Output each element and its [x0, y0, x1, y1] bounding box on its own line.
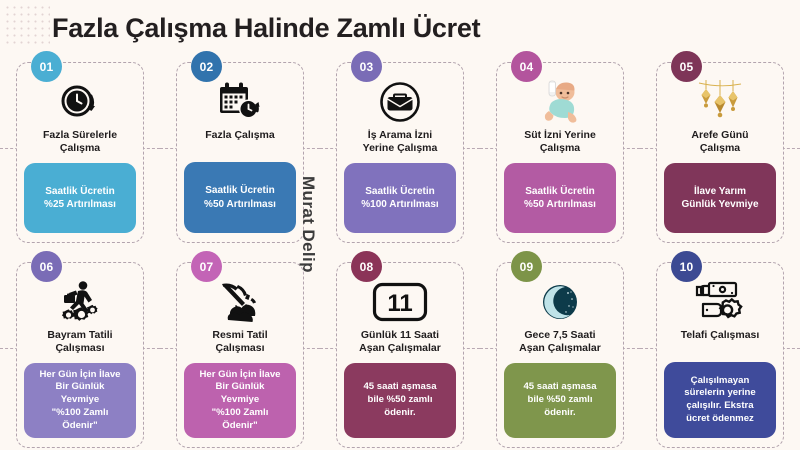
card-value-pill: Saatlik Ücretin %25 Artırılması	[24, 162, 136, 233]
card-value-pill: Saatlik Ücretin %50 Artırılması	[504, 162, 616, 233]
worker-gears-icon	[56, 279, 104, 325]
card-label: Fazla Çalışma	[205, 129, 275, 141]
card-value-pill: Çalışılmayan sürelerin yerine çalışılır.…	[664, 362, 776, 438]
card-number-badge: 07	[191, 251, 222, 282]
card-number-badge: 02	[191, 51, 222, 82]
card-label: Fazla Sürelerle Çalışma	[42, 129, 118, 155]
crescent-moon-icon	[538, 279, 582, 325]
card-label: Bayram Tatili Çalışması	[47, 329, 113, 355]
card-number-badge: 01	[31, 51, 62, 82]
card-value-pill: 45 saati aşmasa bile %50 zamlı ödenir.	[344, 362, 456, 438]
page-header: Fazla Çalışma Halinde Zamlı Ücret	[0, 6, 800, 50]
card-label: Telafi Çalışması	[680, 329, 760, 341]
card-label: Gece 7,5 Saati Aşan Çalışmalar	[519, 329, 601, 355]
card-value-pill: Her Gün İçin İlave Bir Günlük Yevmiye "%…	[184, 362, 296, 438]
clock-refresh-icon	[58, 79, 102, 125]
baby-bottle-icon	[537, 79, 583, 125]
card-value-pill: Her Gün İçin İlave Bir Günlük Yevmiye "%…	[24, 362, 136, 438]
card-label: Arefe Günü Çalışma	[691, 129, 749, 155]
lantern-icon	[695, 79, 745, 125]
card-label: Resmi Tatil Çalışması	[212, 329, 268, 355]
card-number-badge: 10	[671, 251, 702, 282]
card-number-badge: 05	[671, 51, 702, 82]
cash-handshake-icon	[694, 279, 746, 325]
card-value-pill: 45 saati aşmasa bile %50 zamlı ödenir.	[504, 362, 616, 438]
card-label: Süt İzni Yerine Çalışma	[524, 129, 596, 155]
card-number-badge: 06	[31, 251, 62, 282]
author-watermark: Murat Delip	[299, 176, 318, 273]
card-value-pill: Saatlik Ücretin %50 Artırılması	[184, 162, 296, 233]
card-label: Günlük 11 Saati Aşan Çalışmalar	[359, 329, 441, 355]
pickaxe-rock-icon	[216, 279, 264, 325]
card-number-badge: 08	[351, 251, 382, 282]
page-title: Fazla Çalışma Halinde Zamlı Ücret	[52, 12, 481, 43]
card-value-pill: Saatlik Ücretin %100 Artırılması	[344, 162, 456, 233]
calendar-clock-icon	[217, 79, 263, 125]
card-number-badge: 04	[511, 51, 542, 82]
svg-text:11: 11	[387, 290, 412, 317]
number-eleven-icon: 11	[372, 279, 428, 325]
card-value-pill: İlave Yarım Günlük Yevmiye	[664, 162, 776, 233]
card-number-badge: 03	[351, 51, 382, 82]
briefcase-icon	[378, 79, 422, 125]
card-number-badge: 09	[511, 251, 542, 282]
card-label: İş Arama İzni Yerine Çalışma	[362, 129, 438, 155]
